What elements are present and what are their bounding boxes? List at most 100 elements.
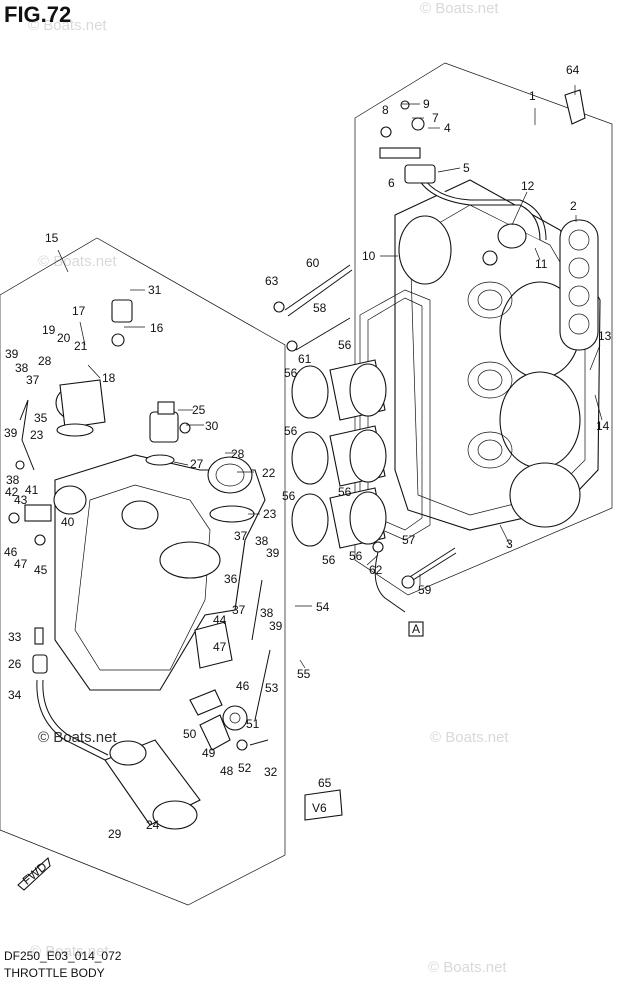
- throttle-body-22: [207, 456, 255, 523]
- callout-45: 45: [34, 563, 48, 577]
- callout-61: 61: [298, 352, 312, 366]
- callout-22: 22: [262, 466, 276, 480]
- throttle-body-plate: [394, 179, 601, 531]
- callout-38d: 38: [6, 473, 20, 487]
- callout-18: 18: [102, 371, 116, 385]
- callout-33: 33: [8, 630, 22, 644]
- watermark: © Boats.net: [38, 729, 117, 746]
- callout-28b: 28: [38, 354, 52, 368]
- throttle-body: [55, 379, 106, 437]
- callout-25: 25: [192, 403, 206, 417]
- ref-box-label: A: [412, 622, 420, 636]
- callout-51: 51: [246, 717, 260, 731]
- sensor-16: [111, 299, 133, 347]
- watermark: © Boats.net: [38, 253, 117, 270]
- callout-2: 2: [570, 199, 577, 213]
- callout-52: 52: [238, 761, 252, 775]
- callout-49: 49: [202, 746, 216, 760]
- callout-40: 40: [61, 515, 75, 529]
- callout-56g: 56: [349, 549, 363, 563]
- figure-title: FIG.72: [4, 2, 72, 27]
- linkage-rod-35: [8, 399, 52, 546]
- callout-58: 58: [313, 301, 327, 315]
- callout-55: 55: [297, 667, 311, 681]
- callout-13: 13: [598, 329, 612, 343]
- callout-44: 44: [213, 613, 227, 627]
- iac-valve: [482, 223, 527, 266]
- callout-16: 16: [150, 321, 164, 335]
- callout-36: 36: [224, 572, 238, 586]
- callout-47: 47: [213, 640, 227, 654]
- callout-60: 60: [306, 256, 320, 270]
- callout-8: 8: [382, 103, 389, 117]
- callout-50: 50: [183, 727, 197, 741]
- callout-21: 21: [74, 339, 88, 353]
- callout-28: 28: [231, 447, 245, 461]
- diagram-caption: THROTTLE BODY: [4, 966, 105, 980]
- hose-34: [32, 627, 109, 761]
- watermark: © Boats.net: [30, 943, 109, 960]
- badge-text: V6: [312, 801, 327, 815]
- callout-5: 5: [463, 161, 470, 175]
- watermark: © Boats.net: [28, 17, 107, 34]
- callout-11: 11: [535, 257, 548, 271]
- callout-56f: 56: [322, 553, 336, 567]
- callout-59: 59: [418, 583, 432, 597]
- callout-56c: 56: [284, 424, 298, 438]
- diagram-code: DF250_E03_014_072: [4, 949, 122, 963]
- callout-23b: 23: [30, 428, 44, 442]
- intake-funnels: [291, 359, 387, 549]
- callout-63: 63: [265, 274, 279, 288]
- watermark: © Boats.net: [428, 959, 507, 976]
- callout-39c: 39: [5, 347, 19, 361]
- callout-42: 42: [5, 485, 19, 499]
- throttle-body-assembly-frame: [354, 62, 613, 596]
- callout-46: 46: [236, 679, 250, 693]
- v6-badge: V6: [304, 789, 343, 821]
- callout-32: 32: [264, 765, 278, 779]
- callout-4: 4: [444, 121, 451, 135]
- callout-37c: 37: [26, 373, 40, 387]
- callout-41: 41: [25, 483, 39, 497]
- intake-silencer: [104, 739, 201, 830]
- callout-15: 15: [45, 231, 59, 245]
- callout-27: 27: [190, 457, 204, 471]
- map-sensor: [379, 100, 436, 184]
- callout-14: 14: [596, 419, 610, 433]
- callout-23: 23: [263, 507, 277, 521]
- callout-62: 62: [369, 563, 383, 577]
- callout-56d: 56: [338, 485, 352, 499]
- callout-39d: 39: [4, 426, 18, 440]
- callout-34: 34: [8, 688, 22, 702]
- callout-35: 35: [34, 411, 48, 425]
- callout-numbers: 1 2 3 4 5 6 7 8 9 10 11 12 13 14 15 16 1…: [4, 63, 612, 841]
- watermarks: © Boats.net © Boats.net © Boats.net © Bo…: [28, 0, 529, 976]
- callout-54: 54: [316, 600, 330, 614]
- fwd-arrow: FWD: [17, 856, 51, 891]
- callout-46b: 46: [4, 545, 18, 559]
- callout-24: 24: [146, 818, 160, 832]
- callout-38b: 38: [260, 606, 274, 620]
- callout-56b: 56: [284, 366, 298, 380]
- callout-39: 39: [266, 546, 280, 560]
- callout-26: 26: [8, 657, 22, 671]
- callout-65: 65: [318, 776, 332, 790]
- intake-manifold-frame: [0, 237, 286, 906]
- callout-38: 38: [255, 534, 269, 548]
- callout-12: 12: [521, 179, 535, 193]
- callout-31: 31: [148, 283, 162, 297]
- callout-10: 10: [362, 249, 376, 263]
- callout-64: 64: [566, 63, 580, 77]
- callout-19: 19: [42, 323, 56, 337]
- callout-37b: 37: [232, 603, 246, 617]
- callout-56e: 56: [282, 489, 296, 503]
- callout-43: 43: [14, 493, 28, 507]
- watermark: © Boats.net: [430, 729, 509, 746]
- watermark: © Boats.net: [420, 0, 499, 17]
- callout-47b: 47: [14, 557, 28, 571]
- callout-29: 29: [108, 827, 122, 841]
- drain-hose: [372, 541, 406, 613]
- callout-38c: 38: [15, 361, 29, 375]
- callout-48: 48: [220, 764, 234, 778]
